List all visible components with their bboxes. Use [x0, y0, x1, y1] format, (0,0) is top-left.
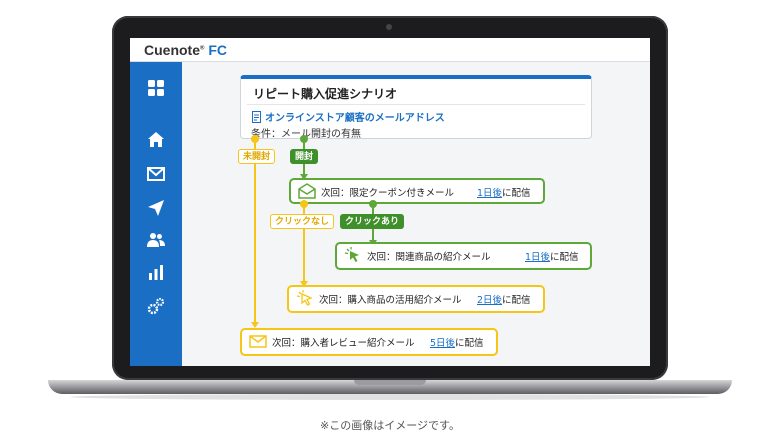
send-icon[interactable] [144, 196, 168, 220]
scenario-title: リピート購入促進シナリオ [253, 87, 398, 101]
app-screen: Cuenote® FC リピート購入促進シナリオ オンライ [130, 38, 650, 366]
click-cursor-icon [344, 247, 362, 263]
step-usage-text: 次回：購入商品の活用紹介メール [319, 295, 462, 306]
sidebar [130, 62, 182, 366]
badge-unopened: 未開封 [238, 149, 276, 164]
step-related-schedule: 1日後に配信 [525, 249, 579, 263]
open-mail-icon [298, 183, 316, 199]
step-coupon-schedule: 1日後に配信 [477, 185, 531, 199]
badge-opened: 開封 [290, 149, 319, 164]
step-coupon-suffix: に配信 [502, 188, 531, 199]
step-usage-days[interactable]: 2日後 [477, 295, 503, 306]
step-related-suffix: に配信 [550, 252, 579, 263]
step-review-schedule: 5日後に配信 [430, 335, 484, 349]
app-logo[interactable]: Cuenote® FC [144, 42, 227, 58]
step-related-text: 次回：関連商品の紹介メール [367, 252, 491, 263]
step-usage-schedule: 2日後に配信 [477, 292, 531, 306]
step-usage-suffix: に配信 [502, 295, 531, 306]
scenario-target[interactable]: オンラインストア顧客のメールアドレス [251, 109, 445, 124]
scenario-target-label: オンラインストア顧客のメールアドレス [265, 113, 445, 124]
badge-clicked: クリックあり [340, 214, 405, 229]
mail-outline-icon [249, 333, 267, 349]
grid-icon[interactable] [144, 76, 168, 100]
laptop-base [48, 380, 732, 394]
clicked-node [369, 200, 377, 208]
no-click-line [303, 206, 305, 281]
step-review[interactable]: 次回：購入者レビュー紹介メール 5日後に配信 [240, 328, 498, 356]
scenario-condition: 条件：メール開封の有無 [251, 129, 361, 140]
laptop-notch [354, 380, 426, 385]
users-icon[interactable] [144, 228, 168, 252]
mail-icon[interactable] [144, 162, 168, 186]
card-divider [247, 104, 585, 105]
click-cursor-outline-icon [296, 290, 314, 306]
step-review-text: 次回：購入者レビュー紹介メール [272, 338, 415, 349]
opened-arrow [300, 174, 308, 180]
logo-suffix: FC [208, 42, 227, 58]
logo-main: Cuenote [144, 42, 200, 58]
gears-icon[interactable] [144, 294, 168, 318]
laptop-shadow [70, 394, 710, 400]
no-click-node [300, 200, 308, 208]
step-coupon-text: 次回：限定クーポン付きメール [321, 188, 455, 199]
scenario-card[interactable]: リピート購入促進シナリオ オンラインストア顧客のメールアドレス 条件：メール開封… [240, 75, 592, 140]
step-review-days[interactable]: 5日後 [430, 338, 456, 349]
step-usage[interactable]: 次回：購入商品の活用紹介メール 2日後に配信 [287, 285, 545, 313]
step-coupon-days[interactable]: 1日後 [477, 188, 503, 199]
unopened-node [251, 135, 259, 143]
home-icon[interactable] [144, 128, 168, 152]
unopened-arrow [251, 322, 259, 328]
no-click-arrow [300, 281, 308, 287]
step-review-suffix: に配信 [455, 338, 484, 349]
document-icon [251, 111, 265, 124]
image-caption: ※この画像はイメージです。 [320, 419, 460, 432]
step-coupon[interactable]: 次回：限定クーポン付きメール 1日後に配信 [289, 178, 545, 204]
unopened-line [254, 141, 256, 323]
top-bar: Cuenote® FC [130, 38, 650, 62]
step-related-days[interactable]: 1日後 [525, 252, 551, 263]
bar-chart-icon[interactable] [144, 260, 168, 284]
camera-dot [386, 24, 392, 30]
opened-node [300, 135, 308, 143]
badge-no-click: クリックなし [270, 214, 335, 229]
step-related[interactable]: 次回：関連商品の紹介メール 1日後に配信 [335, 242, 592, 270]
